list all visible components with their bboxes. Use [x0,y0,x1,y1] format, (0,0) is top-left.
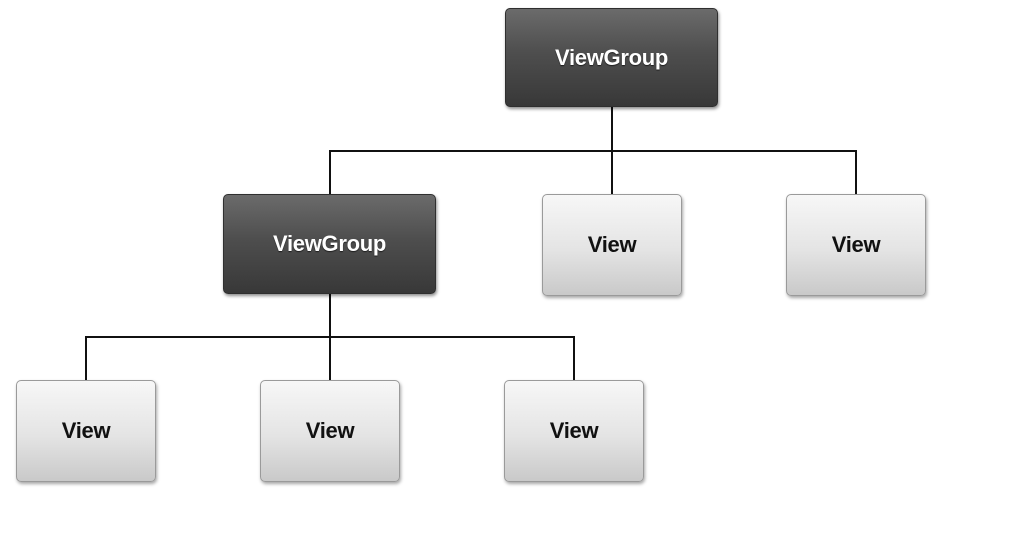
child-viewgroup-node: ViewGroup [223,194,436,294]
view-node-level1-a: View [542,194,682,296]
view-node-level2-b: View [260,380,400,482]
view-label: View [61,418,111,443]
view-node-level2-c: View [504,380,644,482]
view-label: View [305,418,355,443]
root-viewgroup-label: ViewGroup [554,44,669,70]
view-node-level1-b: View [786,194,926,296]
view-label: View [831,232,881,257]
view-node-level2-a: View [16,380,156,482]
view-label: View [549,418,599,443]
child-viewgroup-label: ViewGroup [272,231,387,256]
root-viewgroup-node: ViewGroup [505,8,718,107]
view-label: View [587,232,637,257]
